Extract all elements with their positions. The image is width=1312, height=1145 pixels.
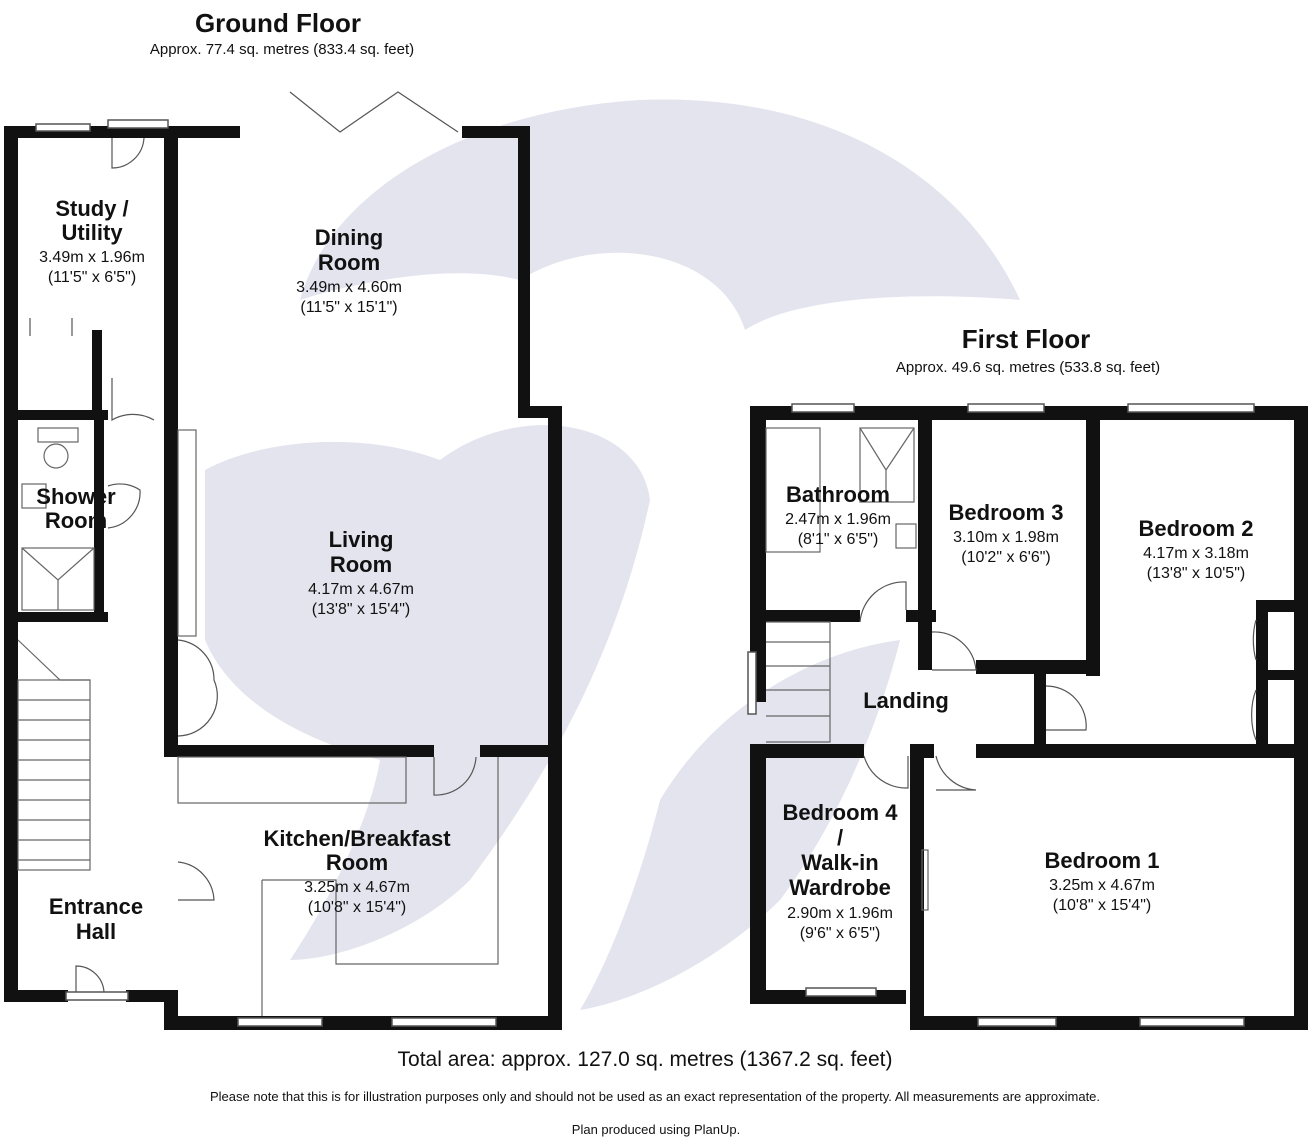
svg-text:(8'1" x 6'5"): (8'1" x 6'5")	[798, 531, 879, 548]
total-area: Total area: approx. 127.0 sq. metres (13…	[397, 1048, 893, 1071]
room-bedroom-3: Bedroom 3 3.10m x 1.98m (10'2" x 6'6")	[949, 500, 1064, 566]
ground-floor-windows	[35, 119, 497, 1027]
svg-text:(10'8" x 15'4"): (10'8" x 15'4")	[308, 899, 406, 916]
svg-text:Bathroom: Bathroom	[786, 482, 890, 507]
svg-text:Room: Room	[330, 552, 392, 577]
svg-text:4.17m x 4.67m: 4.17m x 4.67m	[308, 581, 414, 598]
svg-text:Room: Room	[326, 850, 388, 875]
ground-floor-title: Ground Floor	[195, 8, 361, 38]
first-floor-fixtures	[765, 427, 1257, 911]
svg-text:Study /: Study /	[55, 196, 128, 221]
svg-text:3.25m x 4.67m: 3.25m x 4.67m	[304, 879, 410, 896]
svg-text:Room: Room	[45, 508, 107, 533]
svg-text:Wardrobe: Wardrobe	[789, 875, 891, 900]
room-bedroom-2: Bedroom 2 4.17m x 3.18m (13'8" x 10'5")	[1139, 516, 1254, 582]
svg-text:Bedroom 4: Bedroom 4	[783, 800, 899, 825]
svg-text:(13'8" x 10'5"): (13'8" x 10'5")	[1147, 565, 1245, 582]
svg-text:Bedroom 1: Bedroom 1	[1045, 848, 1160, 873]
svg-text:Bedroom 3: Bedroom 3	[949, 500, 1064, 525]
svg-text:Entrance: Entrance	[49, 894, 143, 919]
room-landing: Landing	[863, 688, 949, 713]
room-kitchen-breakfast: Kitchen/Breakfast Room 3.25m x 4.67m (10…	[263, 826, 451, 916]
room-bedroom-4-wardrobe: Bedroom 4 / Walk-in Wardrobe 2.90m x 1.9…	[783, 800, 899, 942]
first-floor-title: First Floor	[962, 324, 1091, 354]
room-shower: Shower Room	[36, 484, 116, 533]
disclaimer: Please note that this is for illustratio…	[209, 1089, 1101, 1104]
room-bedroom-1: Bedroom 1 3.25m x 4.67m (10'8" x 15'4")	[1045, 848, 1160, 914]
svg-text:Shower: Shower	[36, 484, 116, 509]
room-dining: Dining Room 3.49m x 4.60m (11'5" x 15'1"…	[296, 225, 402, 316]
ground-floor-area: Approx. 77.4 sq. metres (833.4 sq. feet)	[150, 41, 414, 58]
svg-text:Utility: Utility	[61, 220, 123, 245]
svg-text:Room: Room	[318, 250, 380, 275]
svg-text:/: /	[837, 825, 843, 850]
svg-text:2.47m x 1.96m: 2.47m x 1.96m	[785, 511, 891, 528]
room-study-utility: Study / Utility 3.49m x 1.96m (11'5" x 6…	[39, 196, 145, 286]
svg-text:Walk-in: Walk-in	[801, 850, 878, 875]
ground-floor-fixtures	[17, 91, 499, 1016]
svg-text:(10'8" x 15'4"): (10'8" x 15'4")	[1053, 897, 1151, 914]
svg-text:3.49m x 1.96m: 3.49m x 1.96m	[39, 249, 145, 266]
watermark-logo-icon	[205, 99, 1020, 1010]
svg-text:2.90m x 1.96m: 2.90m x 1.96m	[787, 905, 893, 922]
svg-text:4.17m x 3.18m: 4.17m x 3.18m	[1143, 545, 1249, 562]
svg-text:Hall: Hall	[76, 919, 116, 944]
svg-text:Living: Living	[329, 527, 394, 552]
svg-text:(13'8" x 15'4"): (13'8" x 15'4")	[312, 601, 410, 618]
svg-text:Dining: Dining	[315, 225, 383, 250]
first-floor-area: Approx. 49.6 sq. metres (533.8 sq. feet)	[896, 359, 1160, 376]
room-bathroom: Bathroom 2.47m x 1.96m (8'1" x 6'5")	[785, 482, 891, 548]
first-floor-windows	[747, 403, 1255, 1027]
svg-text:(10'2" x 6'6"): (10'2" x 6'6")	[961, 549, 1051, 566]
svg-text:Landing: Landing	[863, 688, 949, 713]
svg-text:3.10m x 1.98m: 3.10m x 1.98m	[953, 529, 1059, 546]
svg-text:(11'5" x 6'5"): (11'5" x 6'5")	[48, 269, 136, 286]
room-entrance-hall: Entrance Hall	[49, 894, 143, 944]
svg-text:(11'5" x 15'1"): (11'5" x 15'1")	[300, 299, 397, 316]
svg-text:3.49m x 4.60m: 3.49m x 4.60m	[296, 279, 402, 296]
svg-text:3.25m x 4.67m: 3.25m x 4.67m	[1049, 877, 1155, 894]
room-living: Living Room 4.17m x 4.67m (13'8" x 15'4"…	[308, 527, 414, 618]
svg-text:Bedroom 2: Bedroom 2	[1139, 516, 1254, 541]
svg-text:(9'6" x 6'5"): (9'6" x 6'5")	[800, 925, 881, 942]
plan-credit: Plan produced using PlanUp.	[571, 1122, 741, 1137]
svg-text:Kitchen/Breakfast: Kitchen/Breakfast	[263, 826, 451, 851]
